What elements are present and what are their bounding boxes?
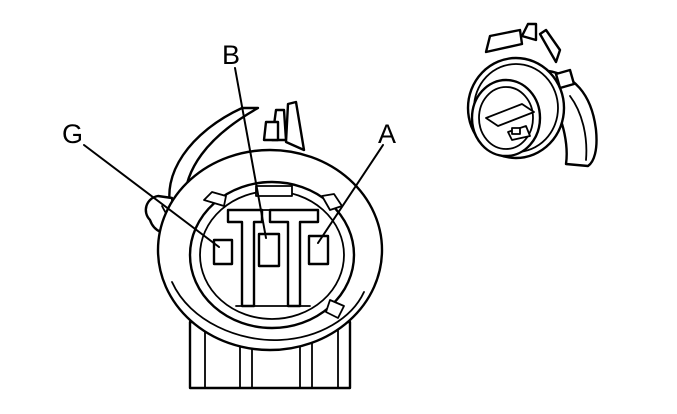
connector-end-view — [144, 100, 384, 390]
leader-a — [317, 144, 384, 244]
terminal-b — [257, 232, 281, 268]
leader-b — [234, 67, 267, 239]
connector-iso-view — [466, 22, 598, 168]
leader-lines — [83, 67, 384, 248]
leader-g — [83, 144, 220, 248]
pin-label-b: B — [222, 40, 240, 70]
terminal-g — [212, 238, 234, 266]
connector-top-tabs — [262, 100, 306, 152]
terminal-a — [307, 234, 330, 266]
pin-label-g: G — [62, 119, 83, 149]
pin-label-a: A — [378, 119, 396, 149]
